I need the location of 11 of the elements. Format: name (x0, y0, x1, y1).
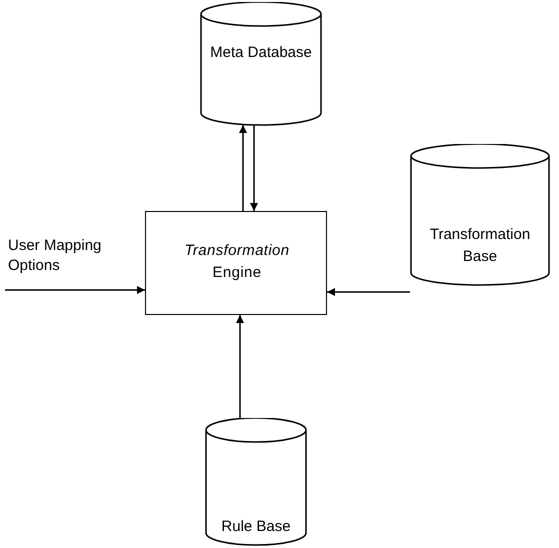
node-label: Rule Base (220, 517, 292, 537)
node-label: Meta Database (209, 43, 313, 63)
arrow (239, 125, 247, 211)
arrow (5, 286, 145, 294)
edge-label: User Mapping Options (8, 236, 102, 276)
node-label: Transformation Engine (183, 241, 290, 283)
process-box (145, 211, 327, 315)
arrow (250, 125, 258, 211)
arrow (236, 315, 244, 420)
node-label: Transformation Base (428, 225, 532, 267)
arrow (327, 288, 410, 296)
